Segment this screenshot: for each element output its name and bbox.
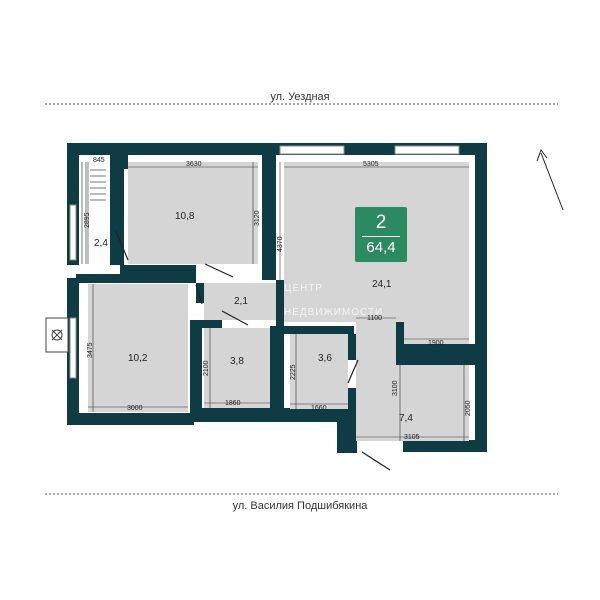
- door-swings: [115, 230, 391, 471]
- dim-corridor-height: 3100: [392, 380, 399, 396]
- room-area-toilet: 3,6: [318, 353, 332, 364]
- watermark-line2: НЕДВИЖИМОСТИ: [284, 307, 383, 318]
- room-area-bathroom: 3,8: [230, 356, 244, 367]
- room-area-hall: 2,1: [234, 296, 248, 307]
- dim-living-height: 4370: [277, 236, 284, 252]
- dimension-lines: [87, 162, 469, 441]
- dim-living-width: 5305: [363, 161, 379, 168]
- total-area: 64,4: [366, 239, 396, 256]
- room-fills: [88, 162, 469, 441]
- room-count: 2: [375, 212, 387, 233]
- balcony-rail: [81, 162, 106, 264]
- dim-bedroom-left-width: 3000: [127, 405, 143, 412]
- windows: [69, 145, 460, 379]
- room-area-balcony: 2,4: [94, 238, 108, 249]
- room-area-corridor: 7,4: [399, 413, 413, 424]
- dim-bathroom-width: 1860: [225, 400, 241, 407]
- street-label-top: ул. Уездная: [270, 91, 330, 103]
- dim-bedroom-left-height: 3475: [87, 342, 94, 358]
- street-label-bottom: ул. Василия Подшибякина: [232, 500, 368, 512]
- balcony-area: [83, 162, 110, 264]
- dim-balcony-width: 845: [93, 157, 105, 164]
- apartment-badge: 2 64,4: [355, 207, 407, 262]
- vent-icon: [45, 317, 69, 353]
- dim-bedroom-top-height: 3120: [254, 210, 261, 226]
- north-arrow-icon: [536, 148, 564, 211]
- room-area-bedroom-left: 10,2: [128, 353, 148, 364]
- badge-divider: [362, 236, 400, 237]
- dim-toilet-height: 2225: [290, 364, 297, 380]
- watermark-line1: ЦЕНТР: [284, 283, 323, 294]
- dim-corridor-right-height: 2050: [465, 400, 472, 416]
- dim-toilet-width: 1660: [311, 405, 327, 412]
- room-area-bedroom-top: 10,8: [175, 211, 195, 222]
- room-area-living: 24,1: [372, 279, 392, 290]
- outer-walls: [67, 143, 487, 453]
- dim-corridor-width: 3105: [404, 434, 420, 441]
- dim-balcony-height: 2895: [84, 212, 91, 228]
- dim-corridor-gap: 1100: [367, 315, 382, 322]
- dim-bedroom-top-width: 3630: [186, 161, 202, 168]
- dim-living-notch: 1900: [428, 340, 444, 347]
- dim-bathroom-height: 2100: [203, 360, 210, 376]
